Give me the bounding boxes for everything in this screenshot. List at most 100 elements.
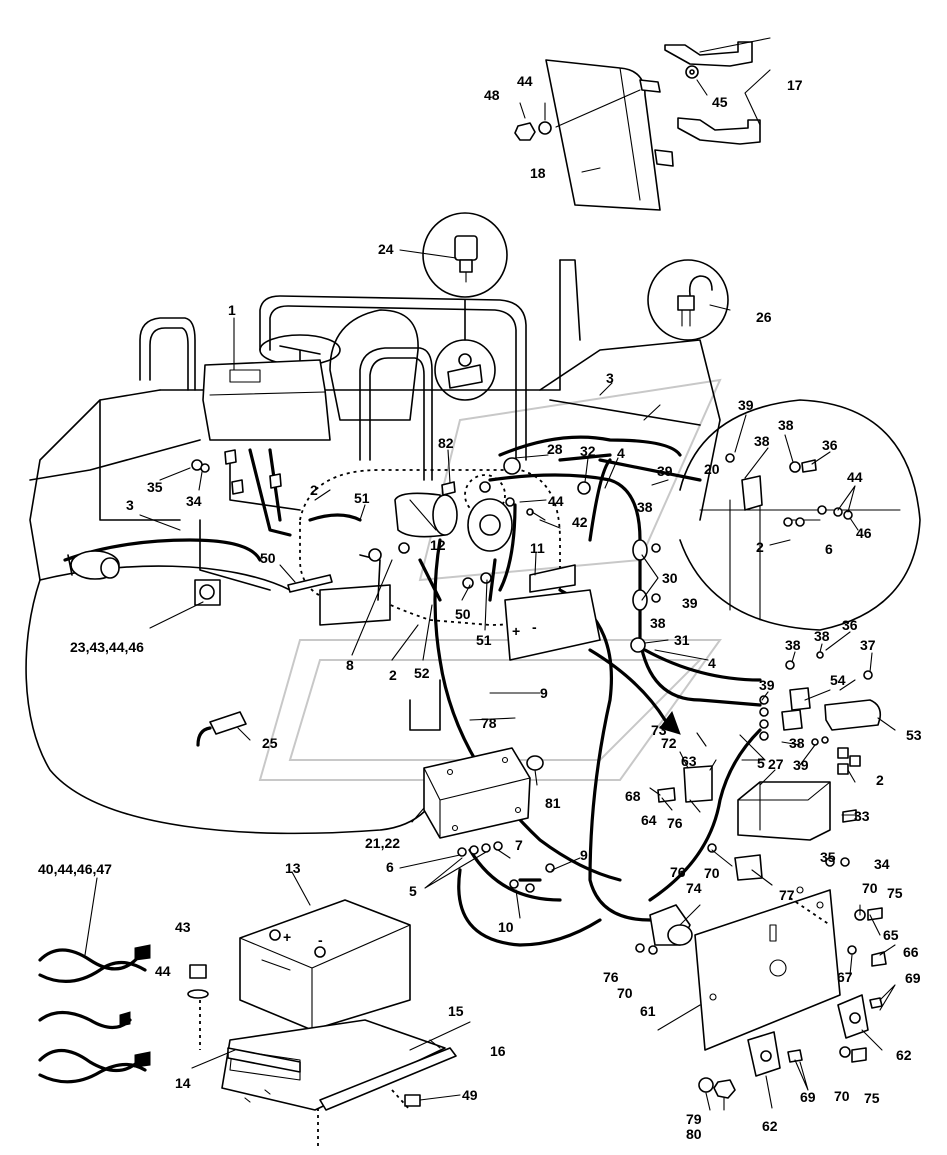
dashboard-panel: [202, 359, 331, 441]
callout-2: 2: [756, 539, 764, 555]
callout-39: 39: [759, 677, 775, 693]
callout-66: 66: [903, 944, 919, 960]
callout-50: 50: [455, 606, 471, 622]
callout-72: 72: [661, 735, 677, 751]
cable-ends: [457, 841, 555, 893]
callout-70: 70: [862, 880, 878, 896]
callout-39: 39: [682, 595, 698, 611]
callout-10: 10: [498, 919, 514, 935]
callout-1: 1: [228, 302, 236, 318]
callout-76: 76: [667, 815, 683, 831]
callout-23-43-44-46: 23,43,44,46: [70, 639, 144, 655]
callout-44: 44: [847, 469, 863, 485]
callout-5: 5: [757, 755, 765, 771]
fuse-box: + -: [504, 564, 601, 661]
callout-14: 14: [175, 1075, 191, 1091]
bracket-lower: [677, 117, 761, 145]
callout-20: 20: [704, 461, 720, 477]
callout-46: 46: [856, 525, 872, 541]
callout-65: 65: [883, 927, 899, 943]
callout-33: 33: [854, 808, 870, 824]
callout-54: 54: [830, 672, 846, 688]
grommets: [630, 539, 661, 653]
callout-39: 39: [738, 397, 754, 413]
callout-13: 13: [285, 860, 301, 876]
relay-bracket: [319, 554, 391, 626]
callout-76: 76: [603, 969, 619, 985]
callout-82: 82: [438, 435, 454, 451]
callout-4: 4: [708, 655, 716, 671]
callout-3: 3: [606, 370, 614, 386]
callout-79: 79: [686, 1111, 702, 1127]
callout-6: 6: [386, 859, 394, 875]
callout-78: 78: [481, 715, 497, 731]
callout-15: 15: [448, 1003, 464, 1019]
callout-31: 31: [674, 632, 690, 648]
detail-circle-24: [422, 212, 508, 401]
temperature-sensor: [196, 711, 247, 747]
detail-circle-26: [647, 259, 729, 341]
mounting-plate-61: [694, 886, 841, 1051]
switch-63: [683, 765, 713, 803]
callout-48: 48: [484, 87, 500, 103]
callout-70: 70: [617, 985, 633, 1001]
callout-38: 38: [754, 433, 770, 449]
callout-61: 61: [640, 1003, 656, 1019]
nut-79-80: [698, 1077, 736, 1099]
callout-35: 35: [820, 849, 836, 865]
socket-outlet: [194, 579, 221, 606]
callout-5: 5: [409, 883, 417, 899]
bolt-50-left: [287, 574, 333, 593]
callout-34: 34: [874, 856, 890, 872]
callout-67: 67: [837, 969, 853, 985]
flasher-unit-53: [824, 699, 882, 731]
callout-42: 42: [572, 514, 588, 530]
callout-2: 2: [389, 667, 397, 683]
callout-76: 76: [670, 864, 686, 880]
callout-38: 38: [789, 735, 805, 751]
callout-62: 62: [762, 1118, 778, 1134]
callout-75: 75: [864, 1090, 880, 1106]
callout-44: 44: [517, 73, 533, 89]
roller-body: [25, 259, 721, 835]
callout-8: 8: [346, 657, 354, 673]
hinge-62-lower: [747, 1031, 781, 1077]
terminal-block-2: [837, 747, 861, 775]
callout-32: 32: [580, 443, 596, 459]
svg-text:-: -: [532, 619, 537, 635]
callout-36: 36: [822, 437, 838, 453]
leader-lines: [84, 37, 896, 1111]
cap-81: [526, 755, 544, 771]
callout-9: 9: [540, 685, 548, 701]
alternator: [394, 492, 458, 538]
callout-37: 37: [860, 637, 876, 653]
washer-45: [685, 65, 699, 79]
control-box: [423, 747, 531, 839]
callout-12: 12: [430, 537, 446, 553]
callout-44: 44: [155, 963, 171, 979]
cover-plate: [545, 59, 674, 211]
callout-11: 11: [530, 540, 545, 556]
callout-36: 36: [842, 617, 858, 633]
callout-69: 69: [800, 1089, 816, 1105]
callout-49: 49: [462, 1087, 478, 1103]
callout-30: 30: [662, 570, 678, 586]
callout-38: 38: [778, 417, 794, 433]
callout-17: 17: [787, 77, 803, 93]
bracket-upper: [664, 41, 753, 67]
callout-2: 2: [310, 482, 318, 498]
callout-7: 7: [515, 837, 523, 853]
detail-view-right: [679, 399, 921, 631]
callout-44: 44: [548, 493, 564, 509]
callout-38: 38: [637, 499, 653, 515]
routing-arrow: [588, 648, 681, 735]
callout-25: 25: [262, 735, 278, 751]
callout-68: 68: [625, 788, 641, 804]
callout-75: 75: [887, 885, 903, 901]
callout-34: 34: [186, 493, 202, 509]
callout-18: 18: [530, 165, 546, 181]
callout-38: 38: [785, 637, 801, 653]
callout-2: 2: [876, 772, 884, 788]
hinge-62-right: [837, 994, 869, 1039]
